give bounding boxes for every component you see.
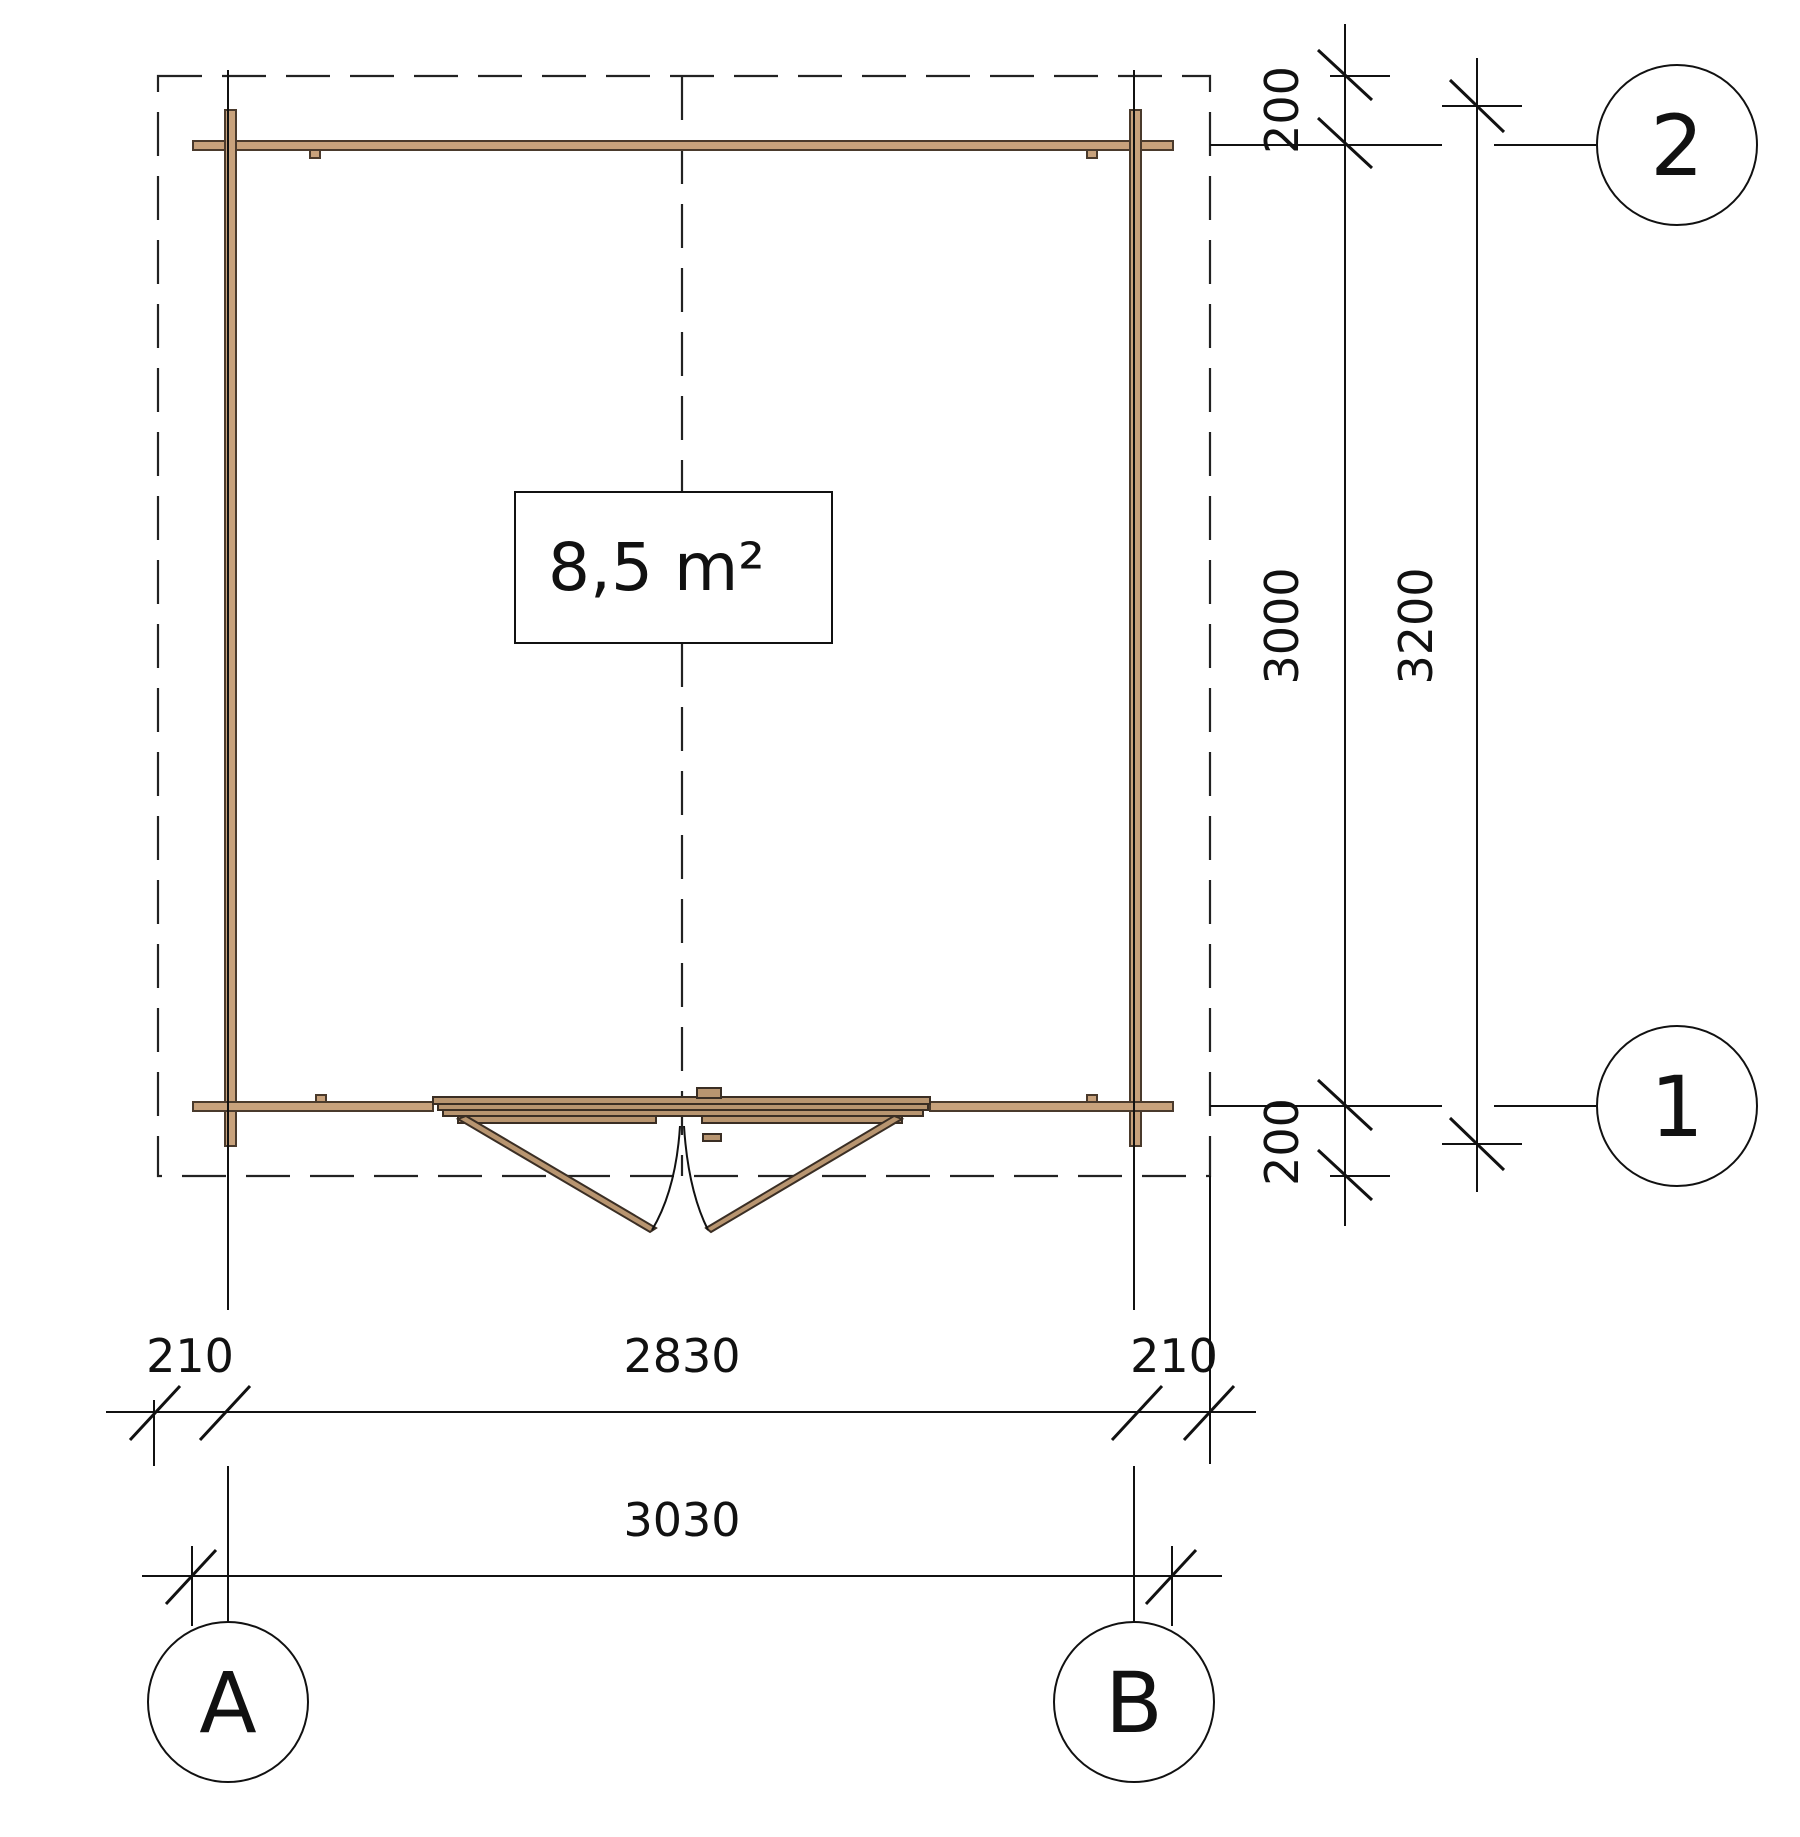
wall-right <box>1129 109 1142 1147</box>
grid-bubble-b: B <box>1053 1621 1215 1783</box>
grid-bubble-1: 1 <box>1596 1025 1758 1187</box>
dim-bottom-total-width: 3030 <box>623 1493 740 1547</box>
wall-left <box>224 109 237 1147</box>
door-leaf-right <box>704 1114 905 1234</box>
dim-bottom-left-overhang: 210 <box>146 1329 234 1383</box>
grid-label-2: 2 <box>1650 97 1703 195</box>
grid-bubble-a: A <box>147 1621 309 1783</box>
door-swing-left <box>651 1125 681 1231</box>
wall-detail <box>1086 149 1098 159</box>
door-swing-right <box>683 1125 709 1231</box>
area-label-text: 8,5 m² <box>548 529 765 606</box>
dim-right-total-depth: 3200 <box>1389 567 1443 684</box>
dim-bottom-inner-width: 2830 <box>623 1329 740 1383</box>
dim-right-bottom-overhang: 200 <box>1255 1098 1309 1186</box>
wall-bottom-left <box>192 1101 434 1112</box>
wall-bottom-right <box>929 1101 1174 1112</box>
dimension-total-depth: 3200 <box>1389 58 1522 1192</box>
wall-top <box>192 140 1174 151</box>
wall-detail <box>1086 1094 1098 1103</box>
row-grid-lines <box>1210 144 1596 1107</box>
area-label: 8,5 m² <box>514 491 833 644</box>
dimension-column-depth: 200 3000 200 <box>1244 24 1390 1226</box>
grid-label-a: A <box>199 1654 256 1752</box>
dim-right-inner-depth: 3000 <box>1255 567 1309 684</box>
dimension-total-width: 3030 <box>142 1493 1222 1626</box>
dim-bottom-right-overhang: 210 <box>1130 1329 1218 1383</box>
grid-bubble-2: 2 <box>1596 64 1758 226</box>
wall-detail <box>315 1094 327 1103</box>
door-leaf-left <box>455 1114 658 1234</box>
grid-label-b: B <box>1105 1654 1163 1752</box>
dimension-row-width: 210 2830 210 <box>106 1329 1256 1464</box>
walls <box>192 109 1174 1147</box>
double-door <box>432 1087 931 1234</box>
grid-label-1: 1 <box>1650 1058 1703 1156</box>
wall-detail <box>309 149 321 159</box>
dim-right-top-overhang: 200 <box>1255 66 1309 154</box>
